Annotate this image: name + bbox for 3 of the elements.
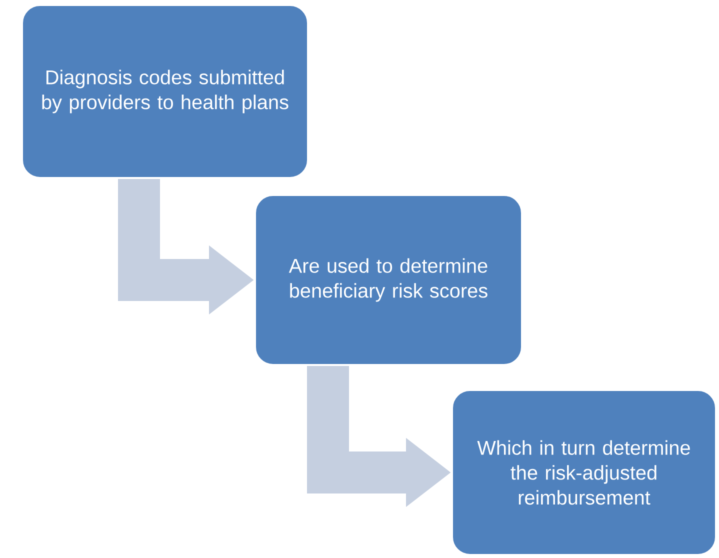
process-box: Which in turn determine the risk-adjusted reimbursement — [451, 389, 717, 556]
process-box: Diagnosis codes submitted by providers to health plans — [21, 4, 309, 179]
process-box: Are used to determine beneficiary risk scores — [254, 194, 523, 366]
